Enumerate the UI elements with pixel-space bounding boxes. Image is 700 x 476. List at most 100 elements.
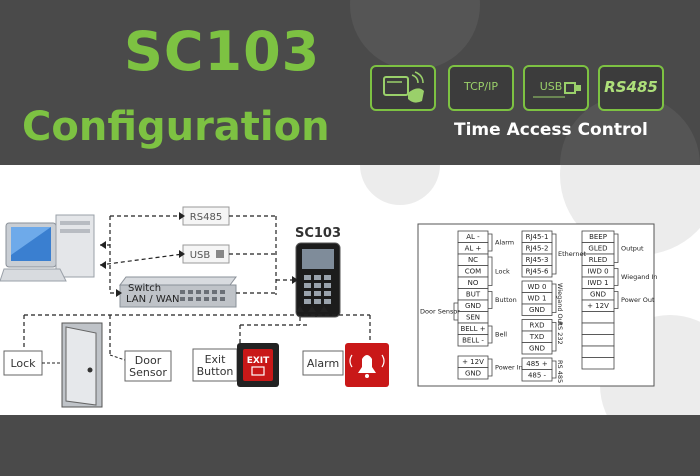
col2-pin: 485 + [526,360,548,368]
group-ethernet: Ethernet [558,250,586,258]
lock-label: Lock [10,357,36,370]
computer-icon [0,214,95,282]
col1-pin: NC [468,256,478,264]
bracket [614,233,619,263]
col3-empty-cell [581,311,615,324]
usb-plug-icon [533,82,581,98]
col2-pin: RJ45-1 [526,233,549,241]
usb-box-label: USB [190,250,211,261]
col2-pin: RJ45-3 [526,256,549,264]
col1-pin: AL - [466,233,480,241]
connection-diagram: RS485 USB Switch [0,206,658,408]
col2-pin: RXD [529,322,544,330]
diagram-area: RS485 USB Switch [0,165,700,415]
rfid-card-badge [370,65,436,111]
col2-pin: TXD [529,333,544,341]
group-output: Output [621,244,644,252]
header: SC103 Configuration TCP/IP USB RS485 Tim… [0,0,700,165]
rs485-box-label: RS485 [190,212,222,223]
page-title: SC103 [124,20,321,83]
usb-cable: USB [182,244,230,264]
col3-pin: IWD 1 [587,279,608,287]
tagline: Time Access Control [454,120,648,140]
col2-pin: GND [529,306,545,314]
rs485-badge: RS485 [598,65,664,111]
col3-pin: GLED [588,245,607,253]
group-power-in: Power In [495,364,523,372]
group-alarm: Alarm [495,239,514,247]
alarm-label: Alarm [307,357,339,370]
door-sensor-node: Door Sensor [109,350,172,382]
col2-pin-cell [521,342,553,355]
col1-pin: BUT [466,291,481,299]
group-col2-2: RS 232 [556,322,564,345]
bracket [552,233,557,275]
bracket [552,322,557,352]
col3-pin: BEEP [589,233,607,241]
col3-empty-cell [581,334,615,347]
col2-pin: RJ45-6 [526,268,549,276]
rs485-converter: RS485 [182,206,230,226]
bracket [552,283,557,313]
col1-pin: BELL - [462,337,484,345]
col1-power-pin-cell [457,367,489,380]
group-button: Button [495,296,517,304]
col3-empty-cell [581,322,615,335]
lock-node: Lock [3,350,62,376]
col1-pin: COM [465,268,481,276]
device-label: SC103 [295,226,341,241]
bracket [488,256,493,286]
col3-empty-cell [581,345,615,358]
group-col2-1: Wiegand Out [556,283,564,326]
usb-badge: USB [523,65,589,111]
group-col2-3: RS 485 [556,360,564,383]
alarm-node: Alarm [302,343,389,387]
col1-pin: NO [468,279,479,287]
col1-power-pin: GND [465,370,481,378]
switch-lan-label: LAN / WAN [126,294,180,305]
network-switch: Switch LAN / WAN [119,276,237,308]
exit-button-node: Exit Button EXIT [192,343,279,387]
bracket [488,358,493,377]
col1-power-pin: + 12V [462,358,484,366]
rfid-card-icon [383,71,424,103]
bracket [488,291,493,309]
bracket [614,291,619,309]
col3-pin: RLED [589,256,608,264]
col2-pin: 485 - [528,372,547,380]
col1-pin: SEN [466,314,480,322]
bracket [488,233,493,252]
col2-pin: WD 1 [528,295,547,303]
exit-button-label-2: Button [197,365,234,378]
door-sensor-label-1: Door [135,354,162,367]
group-lock: Lock [495,267,510,275]
bracket [614,268,619,286]
page-subtitle: Configuration [22,104,330,150]
col2-pin-cell [521,303,553,316]
tcp-ip-badge: TCP/IP [448,65,514,111]
exit-sign-label: EXIT [247,356,270,366]
group-wiegand-in: Wiegand In [621,273,658,281]
door-sensor-label-2: Sensor [129,366,167,379]
col2-pin-cell [521,265,553,278]
arrowheads [100,212,328,312]
col2-pin: WD 0 [528,283,547,291]
rs485-icon: RS485 [604,78,658,96]
col2-pin: RJ45-2 [526,245,549,253]
switch-label: Switch [128,283,161,294]
group-power-out: Power Out [621,296,655,304]
usb-icon: USB [539,80,563,93]
col1-pin: GND [465,302,481,310]
group-bell: Bell [495,331,507,339]
tcp-ip-icon: TCP/IP [464,80,498,93]
bracket [552,360,557,379]
col3-pin: GND [590,291,606,299]
col1-pin-cell [457,334,489,347]
sc103-device: SC103 [295,226,341,318]
col2-pin-cell [521,369,553,382]
